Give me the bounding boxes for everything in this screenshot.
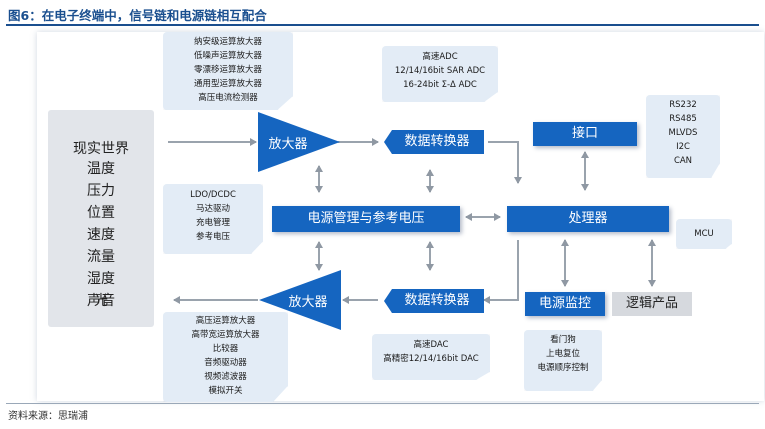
note-line: 低噪声运算放大器 bbox=[193, 51, 262, 61]
adc-note: 高速ADC 12/14/16bit SAR ADC 16-24bit Σ-Δ A… bbox=[382, 46, 498, 102]
note-line: 上电复位 bbox=[545, 349, 580, 359]
note-line: 高压运算放大器 bbox=[195, 316, 256, 326]
note-line: 参考电压 bbox=[195, 232, 230, 242]
real-world-title: 现实世界 bbox=[73, 141, 129, 157]
note-line: 视频滤波器 bbox=[204, 372, 247, 382]
note-line: 纳安级运算放大器 bbox=[193, 37, 262, 47]
footer-rule bbox=[6, 403, 759, 404]
world-item: 速度 bbox=[87, 227, 115, 243]
world-item: 湿度 bbox=[87, 271, 115, 287]
note-line: MLVDS bbox=[668, 128, 698, 138]
note-line: 通用型运算放大器 bbox=[193, 79, 262, 89]
world-item: 声音 bbox=[87, 293, 115, 309]
arrow-adc-to-processor bbox=[488, 141, 522, 184]
note-line: LDO/DCDC bbox=[190, 190, 236, 200]
mcu-note: MCU bbox=[676, 219, 732, 249]
amp-output-note: 高压运算放大器 高带宽运算放大器 比较器 音频驱动器 视频滤波器 模拟开关 bbox=[163, 312, 288, 402]
note-line: 16-24bit Σ-Δ ADC bbox=[403, 80, 477, 90]
world-item: 压力 bbox=[87, 183, 115, 199]
note-line: RS232 bbox=[669, 100, 697, 110]
monitor-note: 看门狗 上电复位 电源顺序控制 bbox=[524, 330, 602, 391]
figure-title: 图6：在电子终端中，信号链和电源链相互配合 bbox=[8, 8, 267, 23]
power-management-block: 电源管理与参考电压 bbox=[272, 206, 460, 232]
logic-products-block: 逻辑产品 bbox=[612, 292, 692, 316]
amp-in-label: 放大器 bbox=[268, 137, 308, 152]
note-line: 比较器 bbox=[212, 344, 239, 354]
note-line: 高压电流检测器 bbox=[198, 93, 258, 103]
note-line: 看门狗 bbox=[550, 335, 576, 345]
world-item: 光 bbox=[94, 293, 108, 309]
interface-note: RS232 RS485 MLVDS I2C CAN bbox=[646, 95, 720, 178]
note-line: 高带宽运算放大器 bbox=[191, 330, 260, 340]
interface-block: 接口 bbox=[533, 122, 637, 146]
note-line: 零漂移运算放大器 bbox=[193, 65, 262, 75]
note-line: 12/14/16bit SAR ADC bbox=[394, 66, 486, 76]
amp-out-label: 放大器 bbox=[288, 295, 328, 310]
source-note: 资料来源：思瑞浦 bbox=[8, 411, 88, 422]
note-line: RS485 bbox=[669, 114, 697, 124]
real-world-box: 现实世界 温度 压力 位置 速度 流量 湿度 声音 bbox=[48, 110, 154, 327]
amp-in-triangle bbox=[258, 112, 340, 172]
note-line: 电源顺序控制 bbox=[537, 363, 589, 373]
note-line: 高速DAC bbox=[413, 340, 449, 350]
note-line: 高速ADC bbox=[422, 52, 458, 62]
note-line: 音频驱动器 bbox=[204, 358, 247, 368]
arrow-processor-to-dac bbox=[483, 240, 519, 304]
world-item: 流量 bbox=[87, 249, 115, 265]
adc-block: 数据转换器 bbox=[384, 130, 484, 154]
mcu-label: MCU bbox=[694, 229, 714, 239]
note-line: 模拟开关 bbox=[208, 386, 243, 396]
world-item: 温度 bbox=[87, 161, 115, 177]
title-rule bbox=[6, 24, 759, 26]
processor-block: 处理器 bbox=[507, 206, 669, 232]
amp-input-note: 纳安级运算放大器 低噪声运算放大器 零漂移运算放大器 通用型运算放大器 高压电流… bbox=[163, 32, 293, 110]
note-line: I2C bbox=[676, 142, 690, 152]
dac-note: 高速DAC 高精密12/14/16bit DAC bbox=[372, 334, 490, 380]
power-monitor-block: 电源监控 bbox=[525, 292, 605, 316]
note-line: 马达驱动 bbox=[195, 204, 230, 214]
power-note: LDO/DCDC 马达驱动 充电管理 参考电压 bbox=[163, 184, 263, 254]
amp-out-triangle bbox=[259, 270, 341, 330]
dac-block: 数据转换器 bbox=[384, 289, 484, 313]
world-item: 位置 bbox=[87, 205, 115, 221]
note-line: CAN bbox=[673, 156, 693, 166]
note-line: 充电管理 bbox=[195, 218, 230, 228]
note-line: 高精密12/14/16bit DAC bbox=[383, 354, 479, 364]
